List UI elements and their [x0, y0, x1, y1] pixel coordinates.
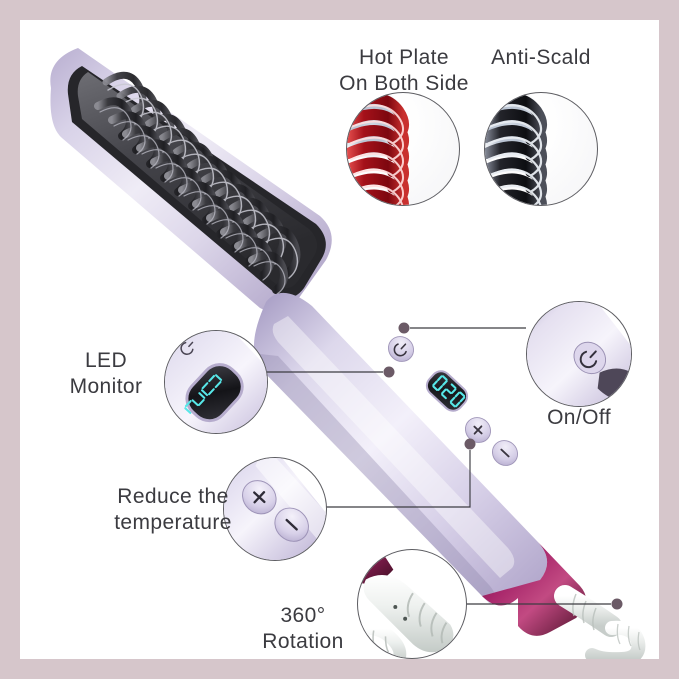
callout-label-hot-plate: Hot Plate On Both Side	[339, 46, 469, 95]
anti-scald-bubble	[484, 92, 598, 206]
increase-temperature-button[interactable]	[460, 412, 495, 447]
callout-label-anti-scald: Anti-Scald	[491, 46, 591, 69]
power-button[interactable]	[383, 331, 418, 366]
handle	[253, 292, 548, 606]
black-comb-icon	[485, 93, 548, 205]
callout-label-rotation: 360° Rotation	[262, 604, 344, 653]
power-icon	[393, 343, 407, 357]
callout-dot-reduce	[464, 438, 476, 450]
callout-dot-on-off	[398, 322, 410, 334]
comb-teeth	[94, 71, 301, 295]
on-off-bubble	[526, 301, 632, 407]
power-icon-small	[180, 341, 194, 355]
cord-assembly	[482, 540, 646, 659]
product-illustration	[50, 48, 646, 659]
minus-icon	[500, 448, 510, 458]
callout-dot-led	[383, 366, 395, 378]
callout-dot-rotation	[611, 598, 623, 610]
leader-lines	[267, 322, 623, 610]
hot-plate-bubble	[346, 92, 460, 206]
power-icon-large	[579, 350, 598, 369]
red-heated-comb-icon	[347, 93, 410, 205]
temperature-buttons-zoom	[224, 458, 326, 560]
reduce-temperature-bubble	[223, 457, 327, 561]
led-display	[425, 370, 469, 412]
plus-icon-large	[253, 491, 266, 504]
led-monitor-bubble	[164, 330, 268, 434]
callout-label-reduce-temperature: Reduce the temperature	[114, 485, 232, 534]
infographic-canvas: Hot Plate On Both Side Anti-Scald On/Off…	[20, 20, 659, 659]
callout-label-led-monitor: LED Monitor	[69, 349, 143, 398]
led-display-zoom	[165, 331, 267, 433]
swivel-cord-icon	[358, 550, 454, 658]
minus-icon-large	[285, 518, 298, 531]
led-digits	[432, 375, 466, 408]
callout-label-on-off: On/Off	[547, 406, 611, 429]
power-button-zoom	[527, 302, 631, 406]
rotation-bubble	[357, 549, 467, 659]
decrease-temperature-button[interactable]	[487, 435, 522, 470]
plus-icon	[473, 425, 483, 435]
led-digits-zoom	[184, 374, 223, 414]
